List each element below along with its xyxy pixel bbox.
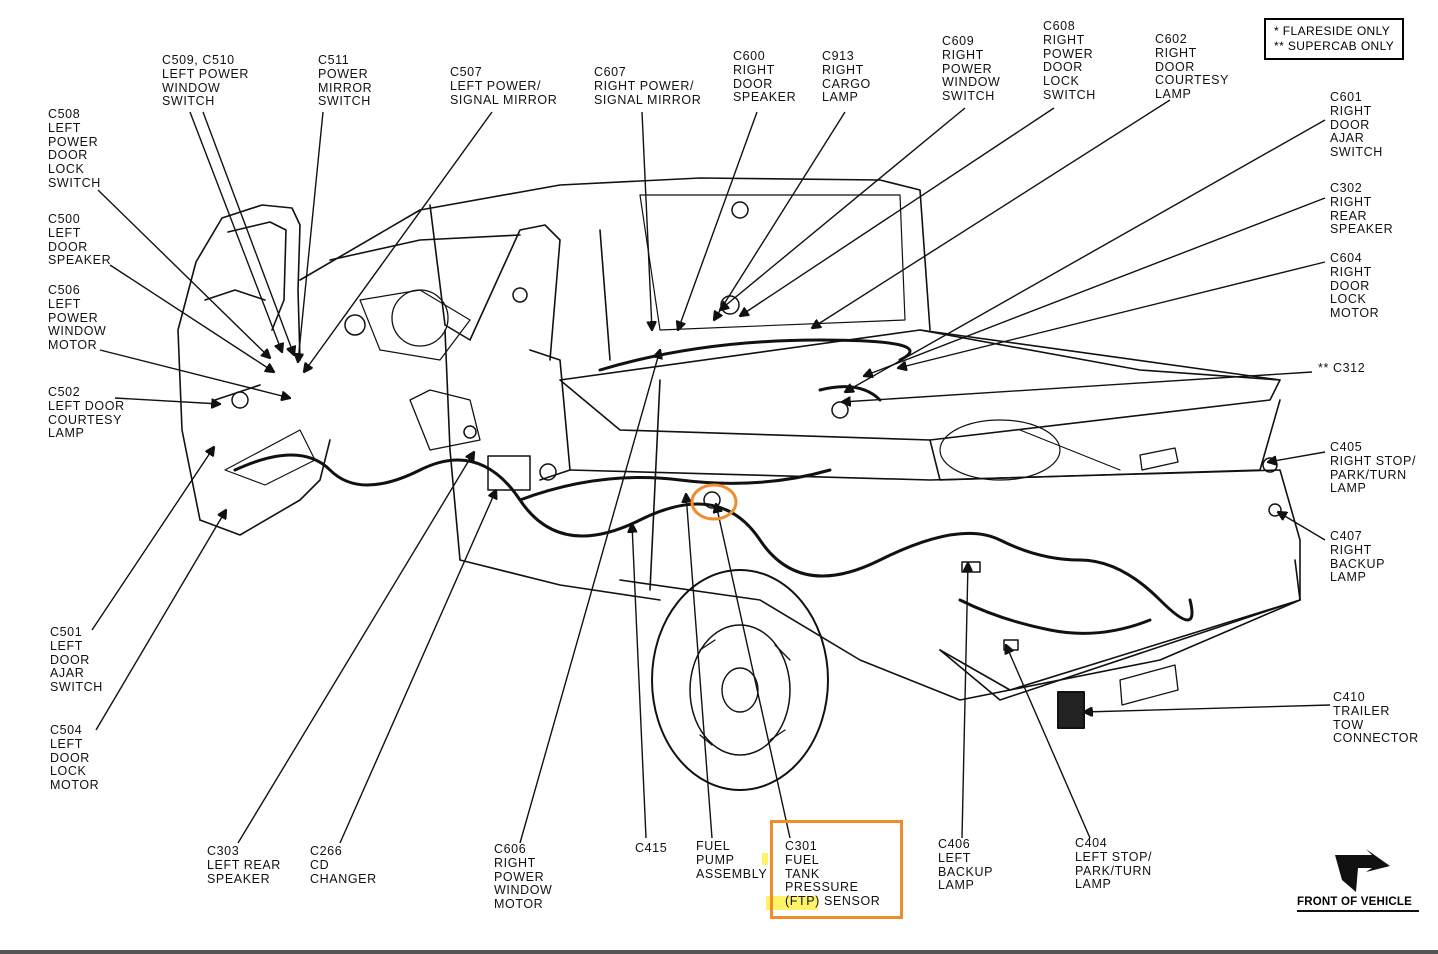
label-c602: C602 RIGHT DOOR COURTESY LAMP — [1155, 32, 1230, 102]
label-c509-c510: C509, C510 LEFT POWER WINDOW SWITCH — [162, 53, 250, 109]
leaders-right — [842, 119, 1331, 712]
cab — [299, 177, 931, 601]
legend-supercab: ** SUPERCAB ONLY — [1274, 39, 1395, 53]
label-c600: C600 RIGHT DOOR SPEAKER — [733, 49, 797, 105]
label-c511: C511 POWER MIRROR SWITCH — [318, 53, 373, 109]
label-c609: C609 RIGHT POWER WINDOW SWITCH — [942, 34, 1001, 104]
highlight-marker — [762, 853, 768, 865]
label-c604: C604 RIGHT DOOR LOCK MOTOR — [1330, 251, 1380, 321]
label-c507: C507 LEFT POWER/ SIGNAL MIRROR — [450, 65, 558, 107]
label-c502: C502 LEFT DOOR COURTESY LAMP — [48, 385, 125, 441]
label-c415: C415 — [635, 841, 668, 855]
ftp-sensor-highlight-circle — [690, 483, 738, 521]
leaders-top-middle — [641, 99, 1171, 330]
label-c405: C405 RIGHT STOP/ PARK/TURN LAMP — [1330, 440, 1417, 496]
leaders-top-left — [97, 111, 493, 404]
bottom-rule — [0, 950, 1438, 954]
label-c506: C506 LEFT POWER WINDOW MOTOR — [48, 283, 107, 353]
label-c504: C504 LEFT DOOR LOCK MOTOR — [50, 723, 100, 793]
label-c607: C607 RIGHT POWER/ SIGNAL MIRROR — [594, 65, 702, 107]
label-c407: C407 RIGHT BACKUP LAMP — [1330, 529, 1386, 585]
legend-box: * FLARESIDE ONLY ** SUPERCAB ONLY — [1264, 18, 1404, 60]
label-c302: C302 RIGHT REAR SPEAKER — [1330, 181, 1394, 237]
label-c303: C303 LEFT REAR SPEAKER — [207, 844, 281, 886]
highlight-marker — [766, 896, 818, 910]
legend-flareside: * FLARESIDE ONLY — [1274, 24, 1391, 38]
label-c404: C404 LEFT STOP/ PARK/TURN LAMP — [1075, 836, 1153, 892]
label-c501: C501 LEFT DOOR AJAR SWITCH — [50, 625, 103, 695]
label-c312: ** C312 — [1318, 361, 1366, 375]
label-c301: C301 FUEL TANK PRESSURE (FTP) SENSOR — [785, 839, 881, 909]
ftp-sensor-highlight-box — [770, 820, 903, 919]
label-c266: C266 CD CHANGER — [310, 844, 377, 886]
label-c601: C601 RIGHT DOOR AJAR SWITCH — [1330, 90, 1383, 160]
label-c508: C508 LEFT POWER DOOR LOCK SWITCH — [48, 107, 101, 190]
front-label-underline — [1297, 910, 1419, 912]
front-arrow-icon — [1335, 849, 1390, 892]
label-c410: C410 TRAILER TOW CONNECTOR — [1333, 690, 1419, 746]
label-c406: C406 LEFT BACKUP LAMP — [938, 837, 994, 893]
leaders-bottom — [91, 350, 1091, 844]
label-c913: C913 RIGHT CARGO LAMP — [822, 49, 871, 105]
front-of-vehicle-label: FRONT OF VEHICLE — [1297, 896, 1413, 908]
label-c606: C606 RIGHT POWER WINDOW MOTOR — [494, 842, 553, 912]
label-c608: C608 RIGHT POWER DOOR LOCK SWITCH — [1043, 19, 1096, 102]
rear-wheel — [651, 569, 829, 791]
label-fuel-pump: FUEL PUMP ASSEMBLY — [696, 839, 768, 881]
truck-bed — [559, 329, 1301, 701]
label-c500: C500 LEFT DOOR SPEAKER — [48, 212, 112, 268]
